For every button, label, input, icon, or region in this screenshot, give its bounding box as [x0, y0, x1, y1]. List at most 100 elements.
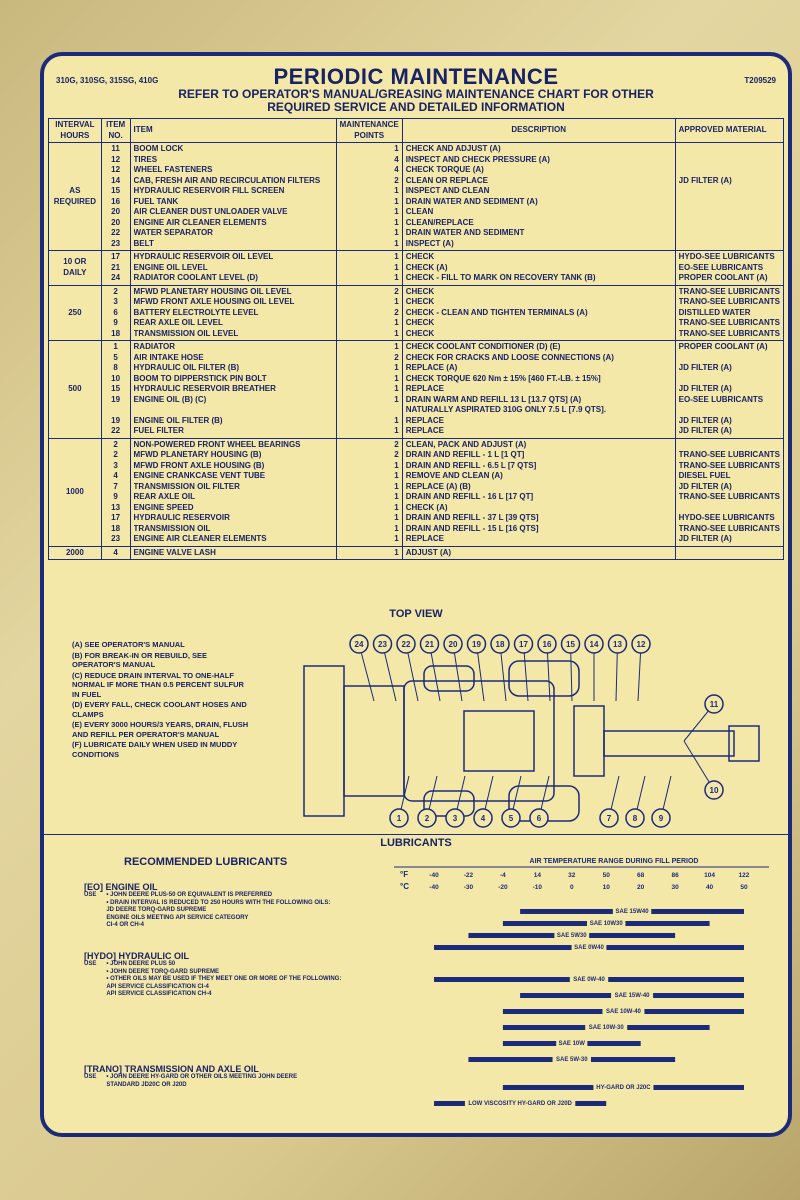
callout-circle — [599, 808, 619, 828]
schedule-material-entry: PROPER COOLANT (A) — [678, 273, 768, 282]
schedule-items-entry: HYDRAULIC RESERVOIR BREATHER — [133, 384, 276, 393]
rear-left-tire — [508, 660, 580, 697]
temp-chart-title: AIR TEMPERATURE RANGE DURING FILL PERIOD — [530, 858, 699, 865]
schedule-items-entry: WATER SEPARATOR — [133, 228, 213, 237]
grade-label-bg — [569, 974, 609, 983]
schedule-points-entry: 1 — [394, 373, 399, 383]
grade-label: SAE 5W30 — [557, 933, 587, 939]
schedule-nums-entry: 2 — [113, 439, 118, 449]
fahrenheit-tick: 104 — [704, 872, 715, 879]
loader-frame — [343, 685, 405, 797]
schedule-items-entry: ENGINE AIR CLEANER ELEMENTS — [133, 217, 267, 227]
schedule-material-entry: PROPER COOLANT (A) — [678, 342, 768, 351]
schedule-material-entry: EO-SEE LUBRICANTS — [678, 394, 764, 404]
schedule-points-entry: 1 — [394, 547, 399, 557]
schedule-cell-pts: 1 — [335, 545, 403, 560]
temperature-range-chart: AIR TEMPERATURE RANGE DURING FILL PERIOD… — [394, 858, 769, 1107]
schedule-desc-entry: CLEAN/REPLACE — [405, 217, 474, 227]
callout: 11 — [683, 694, 724, 742]
callout-number: 21 — [425, 640, 434, 649]
callout-number: 9 — [659, 814, 664, 823]
schedule-points-entry: 2 — [394, 450, 399, 459]
schedule-points-entry: 2 — [394, 175, 399, 185]
schedule-nums-entry: 4 — [113, 547, 118, 557]
schedule-items-entry: BOOM TO DIPPERSTICK PIN BOLT — [133, 373, 267, 383]
schedule-items-entry: RADIATOR COOLANT LEVEL (D) — [133, 273, 258, 282]
fahrenheit-tick: -22 — [464, 872, 474, 879]
schedule-material-entry: TRANO-SEE LUBRICANTS — [678, 286, 780, 296]
grade-label-bg — [556, 1038, 588, 1047]
schedule-items-entry: WHEEL FASTENERS — [133, 165, 213, 174]
schedule-desc-entry: INSPECT AND CHECK PRESSURE (A) — [405, 154, 550, 164]
schedule-cell-desc: CHECK AND ADJUST (A)INSPECT AND CHECK PR… — [401, 142, 676, 251]
schedule-points-entry: 1 — [394, 394, 399, 404]
schedule-desc-entry: CHECK TORQUE 620 Nm ± 15% [460 FT.-LB. ±… — [405, 373, 601, 383]
grade-label-bg — [571, 942, 607, 951]
callout-number: 13 — [613, 640, 622, 649]
schedule-cell-desc: CHECK COOLANT CONDITIONER (D) (E)CHECK F… — [401, 340, 676, 439]
celsius-tick: 0 — [570, 884, 574, 891]
lubricant-line: STANDARD JD20C OR J20D — [106, 1081, 187, 1088]
callout: 5 — [501, 775, 522, 828]
lubricant-line: API SERVICE CLASSIFICATION CI-4 — [106, 983, 209, 990]
schedule-items-entry: ENGINE SPEED — [133, 502, 194, 512]
callout-number: 3 — [453, 814, 458, 823]
schedule-material-entry: JD FILTER (A) — [678, 534, 732, 543]
schedule-items-entry: CAB, FRESH AIR AND RECIRCULATION FILTERS — [133, 175, 321, 185]
schedule-items-entry: TRANSMISSION OIL — [133, 523, 211, 533]
schedule-items-entry: HYDRAULIC RESERVOIR OIL LEVEL — [133, 252, 274, 261]
schedule-nums-entry: 3 — [113, 297, 118, 306]
trans-oil-heading: [TRANO] TRANSMISSION AND AXLE OIL — [84, 1064, 259, 1074]
fahrenheit-tick: 32 — [568, 872, 576, 879]
maintenance-decal: 310G, 310SG, 315SG, 410G T209529 PERIODI… — [40, 52, 792, 1137]
schedule-points-entry: 1 — [394, 238, 399, 248]
schedule-material-entry: JD FILTER (A) — [678, 481, 732, 491]
schedule-desc-entry: NATURALLY ASPIRATED 310G ONLY 7.5 L [7.9… — [405, 405, 606, 414]
schedule-points-entry: 1 — [394, 471, 399, 480]
grade-label: SAE 0W-40 — [573, 977, 605, 983]
schedule-nums-entry: 18 — [111, 523, 121, 533]
schedule-points-entry — [340, 405, 399, 416]
schedule-nums-entry: 10 — [111, 373, 121, 383]
lubricants-title: LUBRICANTS — [44, 834, 788, 849]
schedule-items-entry: RADIATOR — [133, 342, 176, 351]
fahrenheit-tick: 122 — [739, 872, 750, 879]
schedule-points-entry: 1 — [394, 328, 399, 338]
schedule-nums-entry: 17 — [111, 513, 121, 522]
fahrenheit-tick: 86 — [671, 872, 679, 879]
schedule-points-entry: 1 — [394, 460, 399, 470]
schedule-points-entry: 1 — [394, 228, 399, 237]
schedule-items-entry: TRANSMISSION OIL LEVEL — [133, 328, 239, 338]
schedule-points-entry: 1 — [394, 502, 399, 512]
callout: 14 — [584, 634, 604, 701]
callout-number: 12 — [637, 640, 646, 649]
loader-bucket — [303, 665, 345, 817]
schedule-material-entry: TRANO-SEE LUBRICANTS — [678, 492, 780, 501]
callout: 17 — [513, 634, 534, 702]
callout-circle — [607, 634, 628, 654]
callout: 13 — [607, 634, 628, 702]
grade-label-bg — [552, 1054, 591, 1063]
schedule-desc-entry: DRAIN AND REFILL - 6.5 L [7 QTS] — [405, 460, 537, 470]
schedule-points-entry: 1 — [394, 481, 399, 491]
schedule-desc-entry: DRAIN WATER AND SEDIMENT (A) — [405, 196, 538, 206]
schedule-desc-entry: INSPECT (A) — [405, 238, 454, 248]
callout: 15 — [560, 634, 581, 702]
callout-number: 8 — [633, 814, 638, 823]
lubricant-line: • OTHER OILS MAY BE USED IF THEY MEET ON… — [106, 976, 342, 982]
schedule-nums-entry: 2 — [113, 450, 118, 459]
schedule-items-entry: AIR INTAKE HOSE — [133, 352, 204, 362]
schedule-material-entry — [679, 197, 780, 208]
schedule-items-entry: MFWD FRONT AXLE HOUSING OIL LEVEL — [133, 297, 295, 306]
schedule-nums-entry — [105, 405, 127, 416]
callout: 23 — [372, 634, 397, 702]
schedule-nums-entry: 3 — [113, 460, 118, 470]
lubricant-line: • DRAIN INTERVAL IS REDUCED TO 250 HOURS… — [106, 899, 331, 906]
schedule-points-entry: 1 — [394, 415, 399, 425]
